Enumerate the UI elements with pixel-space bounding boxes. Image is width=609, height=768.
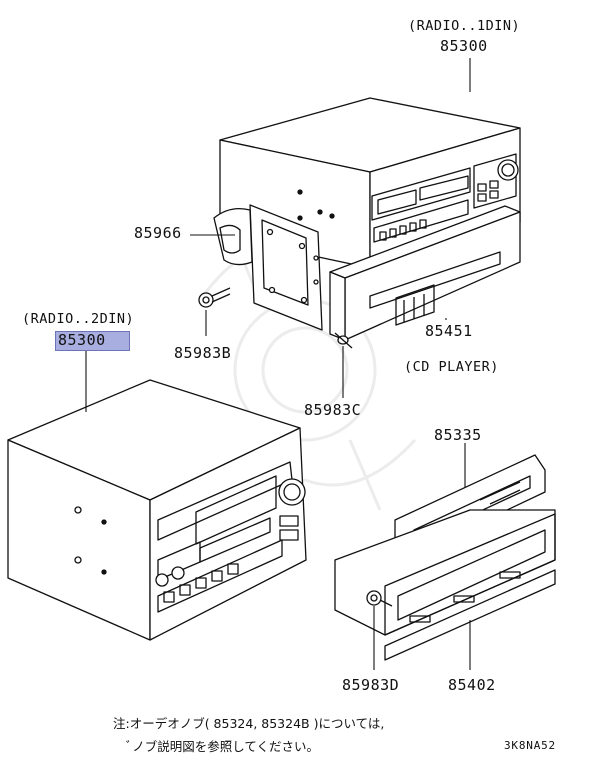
leader-lines bbox=[85, 58, 471, 670]
screw-85983b bbox=[198, 287, 231, 308]
screw-85983c bbox=[334, 332, 353, 349]
storage-pocket bbox=[334, 509, 556, 661]
top-radio-caption: (RADIO..1DIN) bbox=[408, 18, 521, 34]
part-85451-caption: (CD PLAYER) bbox=[404, 359, 499, 375]
part-85402-label[interactable]: 85402 bbox=[448, 676, 496, 694]
part-85983b-label[interactable]: 85983B bbox=[174, 344, 232, 362]
part-85966-label[interactable]: 85966 bbox=[134, 224, 182, 242]
mounting-bracket bbox=[213, 204, 323, 331]
cd-player-unit bbox=[329, 205, 521, 341]
part-85335-label[interactable]: 85335 bbox=[434, 426, 482, 444]
selected-part-highlight bbox=[55, 331, 130, 351]
left-radio-caption: (RADIO..2DIN) bbox=[22, 311, 135, 327]
top-radio-part-number[interactable]: 85300 bbox=[440, 37, 488, 55]
note-line-2: ﾞノブ説明図を参照してください。 bbox=[126, 739, 320, 754]
part-85451-label[interactable]: 85451 bbox=[425, 322, 473, 340]
radio-2din-unit bbox=[7, 379, 307, 641]
figure-code: 3K8NA52 bbox=[504, 739, 556, 752]
left-radio-part-number[interactable]: 85300 bbox=[58, 331, 106, 349]
screw-85983d bbox=[366, 590, 393, 607]
part-85983d-label[interactable]: 85983D bbox=[342, 676, 400, 694]
part-85983c-label[interactable]: 85983C bbox=[304, 401, 362, 419]
note-line-1: 注:オーデオノブ( 85324, 85324B )については, bbox=[113, 716, 385, 731]
